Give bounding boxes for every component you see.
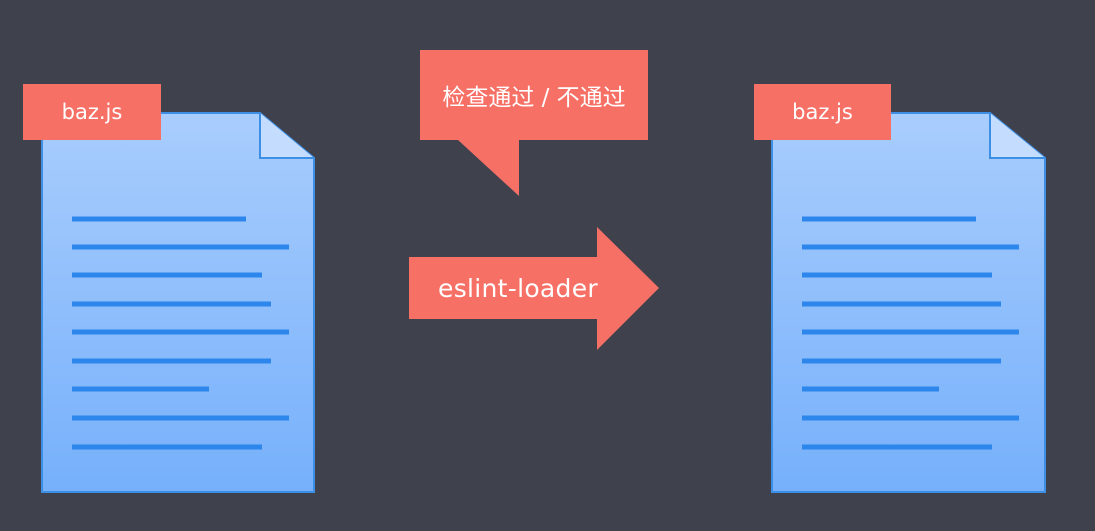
output-document-text-lines (802, 216, 1019, 450)
output-file-name: baz.js (792, 100, 853, 124)
callout-shape (420, 50, 648, 196)
process-arrow (409, 227, 659, 350)
source-document (41, 112, 315, 493)
source-document-text-lines (72, 216, 289, 450)
output-file-tag (754, 84, 891, 140)
output-document (771, 112, 1046, 493)
process-label: eslint-loader (438, 273, 598, 303)
callout-text: 检查通过 / 不通过 (442, 85, 626, 111)
arrow-shape (409, 227, 659, 350)
callout-bubble (420, 50, 648, 196)
source-file-name: baz.js (61, 100, 123, 124)
source-document-fold (259, 113, 314, 159)
source-file-tag (23, 84, 161, 140)
output-document-fold (989, 113, 1045, 159)
